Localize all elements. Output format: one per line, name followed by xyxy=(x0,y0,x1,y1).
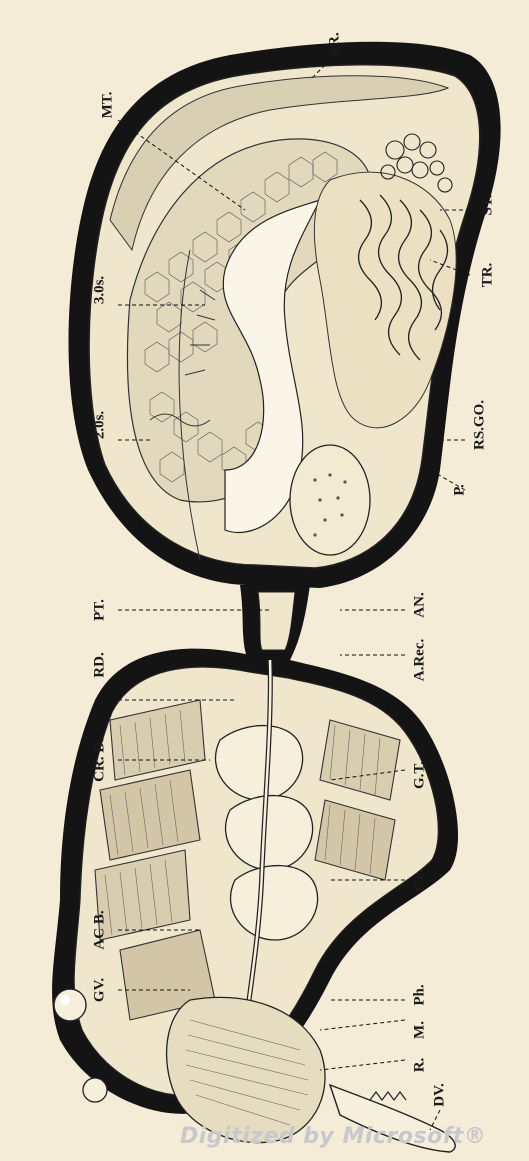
label-dv: DV. xyxy=(433,1083,448,1106)
label-gv: GV. xyxy=(93,978,108,1002)
label-r: R. xyxy=(413,1058,428,1073)
label-an: AN. xyxy=(413,592,428,617)
label-a-rec: A.Rec. xyxy=(413,639,428,681)
label-ar: AR. xyxy=(328,32,343,57)
ocellus xyxy=(83,1078,107,1102)
label-rs-go: RS.GO. xyxy=(473,400,488,450)
label-cr-d: CR. D. xyxy=(93,738,108,782)
label-rd: RD. xyxy=(93,652,108,677)
label-2-0s: 2.0s. xyxy=(93,411,108,439)
label-acb: AC B. xyxy=(93,910,108,949)
watermark: Digitized by Microsoft® xyxy=(180,1124,486,1149)
venom-reservoir xyxy=(290,445,370,555)
label-st: ST. xyxy=(481,195,496,216)
label-mt: MT. xyxy=(101,92,116,119)
label-gt: G.T. xyxy=(413,761,428,789)
label-pt: PT. xyxy=(93,599,108,621)
label-tr: TR. xyxy=(481,263,496,288)
label-ph: Ph. xyxy=(413,984,428,1005)
label-m: M. xyxy=(413,1021,428,1039)
label-oe: Oe. xyxy=(413,869,428,891)
mandible-teeth xyxy=(370,1092,406,1100)
antenna-socket xyxy=(54,989,86,1021)
label-3-0s: 3.0s. xyxy=(93,276,108,304)
label-p: P. xyxy=(453,484,468,496)
